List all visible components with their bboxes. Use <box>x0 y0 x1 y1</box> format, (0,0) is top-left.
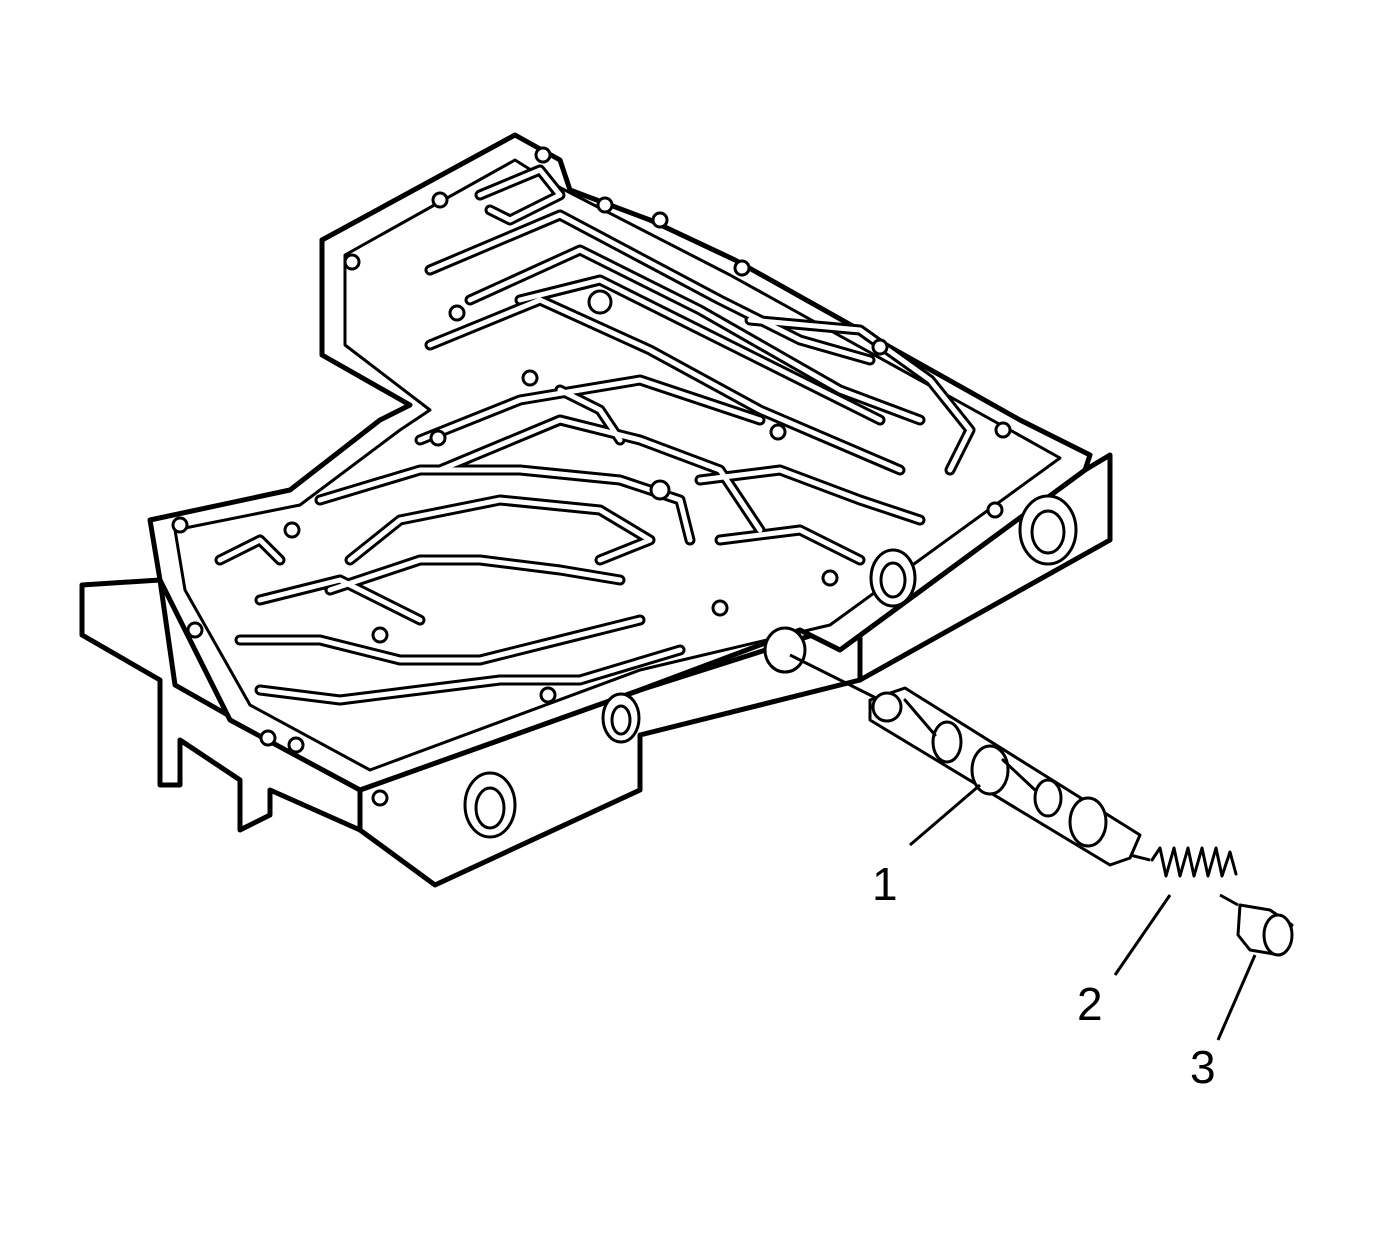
bore-plug <box>1236 903 1294 957</box>
callout-3-leader <box>1216 954 1257 1041</box>
fluid-passages <box>214 164 976 706</box>
callout-label-1: 1 <box>872 858 898 910</box>
valve-body-border-track <box>173 158 1062 772</box>
valve-body-top-face <box>147 132 1093 793</box>
side-bore-4-inner <box>610 704 632 736</box>
callout-label-3: 3 <box>1190 1041 1216 1093</box>
bolt-holes <box>171 146 1012 807</box>
side-bore-1-inner <box>1030 509 1066 555</box>
side-bore-2-inner <box>879 561 907 599</box>
callout-2-leader <box>1113 894 1172 976</box>
valve-axis-line <box>789 653 881 702</box>
spool-valve <box>868 686 1142 867</box>
side-bore-3 <box>763 626 807 674</box>
callout-label-2: 2 <box>1077 978 1103 1030</box>
valve-body <box>79 132 1113 888</box>
spring <box>1129 846 1239 907</box>
callout-1-leader <box>909 783 981 847</box>
side-bore-5-inner <box>474 786 506 830</box>
